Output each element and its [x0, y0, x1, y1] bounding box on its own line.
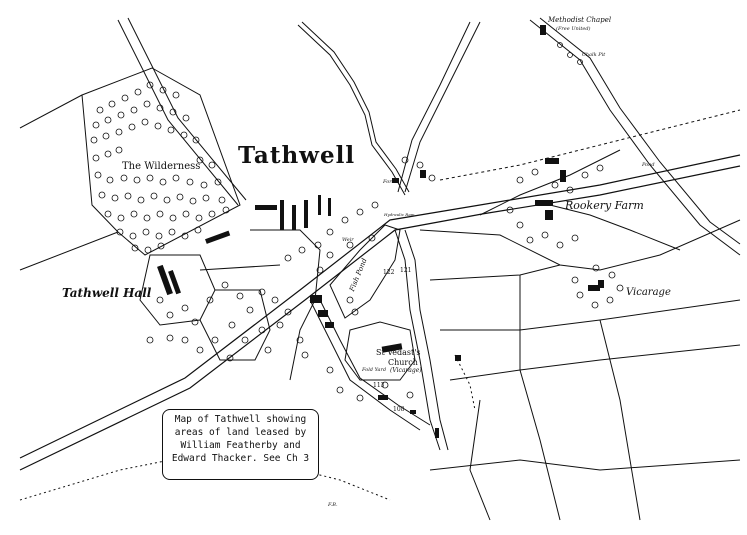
map-title: Tathwell — [238, 142, 356, 169]
parcel-number: 113 — [373, 382, 385, 389]
caption-line: Map of Tathwell showing — [174, 414, 307, 425]
wood-boundary — [81, 67, 241, 256]
stream — [297, 24, 406, 196]
fish-pond — [329, 224, 401, 319]
label-pond: Pond — [642, 162, 655, 168]
caption-line: William Featherby and — [180, 440, 301, 451]
main-road — [19, 154, 741, 459]
label-church-name: St Vedast's — [376, 348, 421, 357]
label-methodist-chapel: Methodist Chapel — [548, 16, 612, 24]
parcel-number: 121 — [400, 267, 412, 274]
label-tathwell-hall: Tathwell Hall — [62, 286, 152, 300]
label-church-vicarage: (Vicarage) — [390, 367, 422, 374]
road-nw — [117, 19, 239, 206]
map-caption-box: Map of Tathwell showing areas of land le… — [162, 409, 319, 480]
wood-trees — [90, 81, 230, 254]
caption-line: areas of land leased by — [174, 427, 307, 438]
label-chalk-pit: Chalk Pit — [582, 52, 606, 58]
label-free-united: (Free United) — [556, 26, 591, 32]
label-hydraulic-ram: Hydraulic Ram — [384, 212, 415, 217]
label-ford: Ford — [383, 179, 395, 185]
label-rookery-farm: Rookery Farm — [565, 199, 644, 212]
label-weir: Weir — [342, 237, 354, 243]
label-the-wilderness: The Wilderness — [122, 161, 201, 172]
scattered-trees — [146, 42, 624, 402]
parcel-number: 108 — [393, 406, 405, 413]
buildings — [157, 25, 604, 438]
label-vicarage: Vicarage — [626, 287, 671, 298]
label-foot-bridge: F.B. — [328, 502, 338, 508]
road-north — [397, 21, 471, 193]
label-fold-yard: Fold Yard — [362, 367, 387, 373]
parcel-number: 122 — [383, 269, 395, 276]
caption-line: Edward Thacker. See Ch 3 — [171, 453, 310, 464]
label-church: Church — [388, 358, 418, 367]
